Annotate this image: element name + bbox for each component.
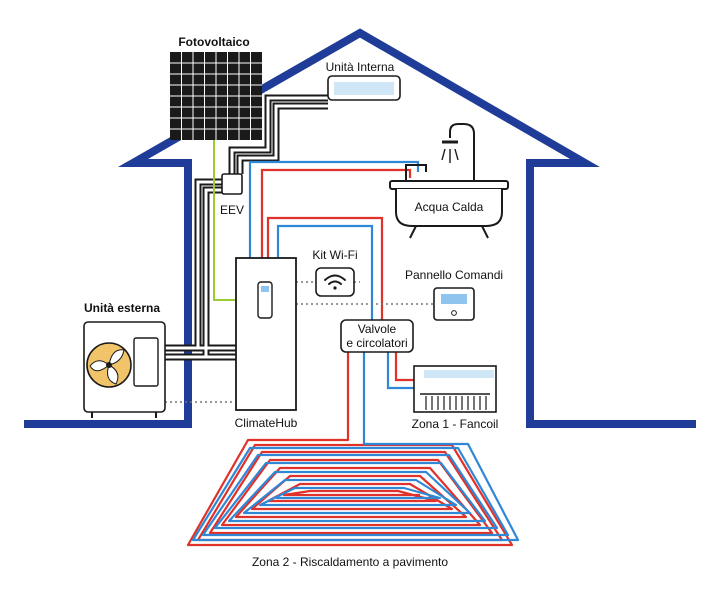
- zone2-label: Zona 2 - Riscaldamento a pavimento: [252, 555, 448, 569]
- wifi-kit-label: Kit Wi-Fi: [312, 248, 357, 262]
- communication-lines: [165, 281, 434, 403]
- eev-box: [221, 173, 243, 195]
- fancoil-unit: [413, 365, 497, 413]
- brand-label: SAMSUNG: [135, 330, 160, 336]
- bathtub-icon: [389, 164, 509, 239]
- wifi-icon: [324, 274, 346, 290]
- floor-heating-coil: [186, 378, 520, 547]
- indoor-unit: [327, 75, 401, 101]
- floor-coil-blue: [191, 378, 520, 542]
- photovoltaic-label: Fotovoltaico: [178, 35, 249, 49]
- refrigerant-pipes: [165, 94, 328, 361]
- outdoor-unit-label: Unità esterna: [84, 301, 160, 315]
- eev-label: EEV: [220, 203, 244, 217]
- solar-cable: [213, 140, 236, 301]
- shower-icon: [441, 123, 475, 181]
- valves-box: [340, 319, 414, 353]
- hot-water-pipes: [248, 160, 420, 258]
- valves-label-line1: Valvole: [358, 322, 397, 336]
- solar-panel-icon: [170, 52, 262, 140]
- fan-icon: [86, 342, 132, 388]
- valves-label-line2: e circolatori: [346, 336, 407, 350]
- circuit-pipes: [266, 216, 414, 390]
- house-outline: [24, 28, 696, 428]
- hot-water-label: Acqua Calda: [415, 200, 484, 214]
- control-panel-label: Pannello Comandi: [405, 268, 503, 282]
- zone1-label: Zona 1 - Fancoil: [412, 417, 499, 431]
- thermostat-icon: [433, 287, 475, 321]
- indoor-unit-label: Unità Interna: [326, 60, 395, 74]
- climatehub-unit: [235, 257, 297, 411]
- climatehub-label: ClimateHub: [235, 416, 298, 430]
